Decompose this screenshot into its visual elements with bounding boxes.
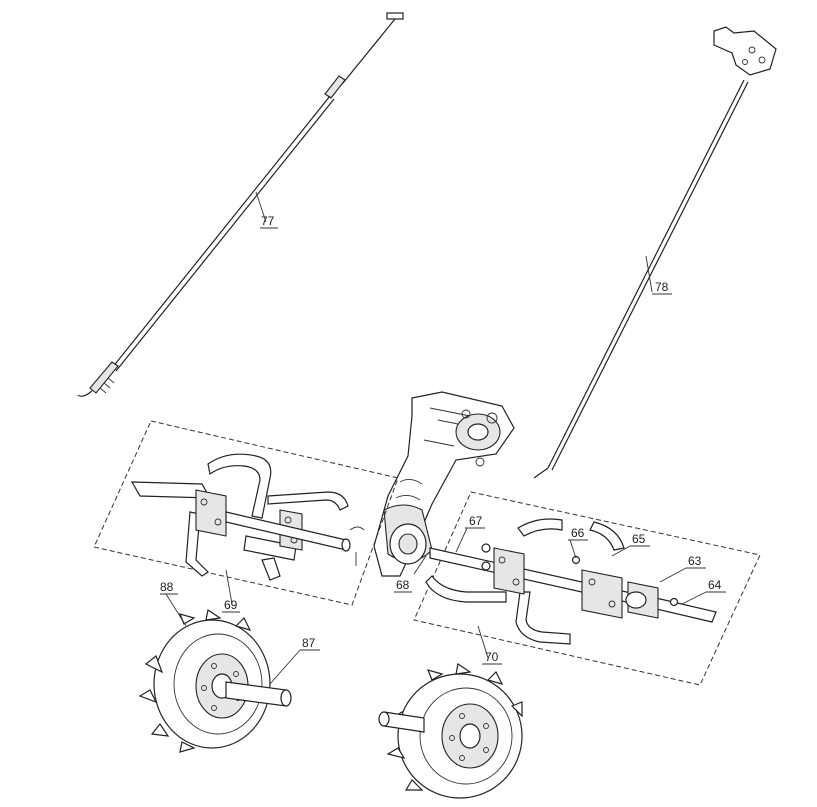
leader-69 (222, 569, 240, 613)
leader-88 (160, 593, 187, 627)
leader-87 (269, 649, 320, 685)
callout-68: 68 (396, 578, 410, 592)
leader-67 (455, 527, 485, 553)
callout-63: 63 (688, 554, 702, 568)
group-69-box (93, 420, 399, 606)
callout-66: 66 (571, 526, 585, 540)
callout-88: 88 (160, 580, 174, 594)
leader-77 (255, 191, 278, 229)
wheel-right (378, 663, 523, 799)
callout-87: 87 (302, 636, 316, 650)
callout-67: 67 (469, 514, 483, 528)
callout-69: 69 (224, 598, 238, 612)
callout-70: 70 (485, 650, 499, 664)
wheel-left (138, 609, 292, 753)
leader-63 (659, 567, 706, 583)
gearbox-housing (373, 391, 515, 577)
left-tiller-69 (130, 453, 365, 581)
leader-65 (611, 545, 650, 557)
rod-78 (533, 26, 777, 479)
callout-64: 64 (708, 578, 722, 592)
callout-65: 65 (632, 532, 646, 546)
leader-64 (681, 591, 726, 605)
leader-68 (394, 555, 427, 593)
leader-78 (645, 255, 672, 295)
leader-66 (568, 539, 588, 559)
leader-70 (477, 625, 502, 665)
cable-77 (77, 12, 404, 397)
right-tiller-70 (425, 518, 717, 645)
callout-78: 78 (655, 280, 669, 294)
callout-77: 77 (261, 214, 275, 228)
